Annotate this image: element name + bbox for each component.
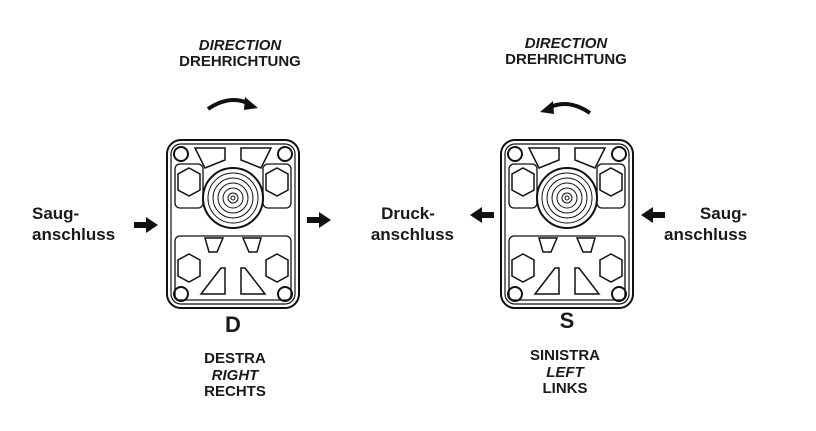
right-name-de: LINKS [542,380,588,397]
right-inlet-arrow-icon [641,207,665,223]
left-inlet-arrow-icon [134,217,158,233]
left-code-letter: D [225,312,241,337]
left-name-de: RECHTS [204,383,266,400]
outlet-label-line2: anschluss [370,225,454,245]
left-name-en: RIGHT [211,366,259,384]
outlet-label-line1: Druck- [381,204,435,223]
left-rotation-names: DESTRA RIGHT RECHTS [180,350,290,401]
left-inlet-label-line2: anschluss [32,225,116,245]
right-code-letter: S [559,308,575,333]
right-rotation-names: SINISTRA LEFT LINKS [510,347,620,398]
right-inlet-label: Saug- anschluss [664,203,747,246]
left-name-it: DESTRA [204,350,266,367]
counter-clockwise-rotation-arrow-icon [540,101,592,115]
left-inlet-label-line1: Saug- [32,204,80,223]
right-name-it: SINISTRA [529,347,600,364]
right-direction-de: DREHRICHTUNG [505,50,627,68]
left-direction-en: DIRECTION [198,37,282,54]
right-direction-title: DIRECTION DREHRICHTUNG [486,36,646,68]
left-outlet-arrow-icon [307,212,331,228]
right-name-en: LEFT [546,363,584,381]
left-direction-title: DIRECTION DREHRICHTUNG [150,38,330,70]
clockwise-rotation-arrow-icon [206,97,258,111]
right-inlet-label-line2: anschluss [664,225,748,245]
outlet-label: Druck- anschluss [362,203,454,246]
left-inlet-label: Saug- anschluss [32,203,115,246]
left-direction-de: DREHRICHTUNG [179,52,301,70]
right-direction-en: DIRECTION [524,35,608,52]
right-inlet-label-line1: Saug- [699,204,748,223]
left-pump-flange [166,139,300,309]
right-outlet-arrow-icon [470,207,494,223]
right-pump-flange [500,139,634,309]
